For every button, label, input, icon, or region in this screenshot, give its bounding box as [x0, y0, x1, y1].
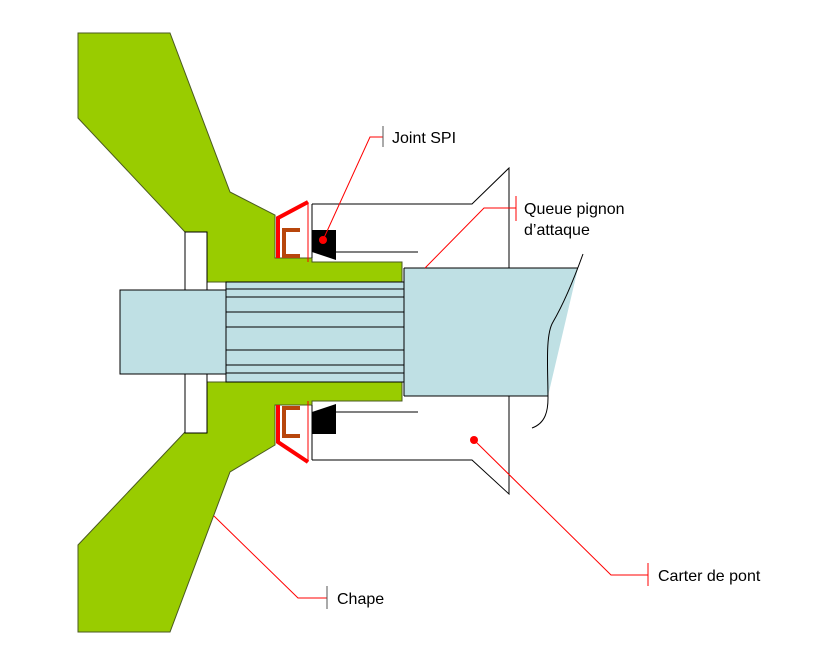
label-joint-spi: Joint SPI	[392, 130, 456, 147]
washer-upper	[184, 231, 208, 291]
seal-insert-upper	[282, 228, 300, 258]
leader-line	[213, 515, 327, 599]
seal-frame-lower	[276, 405, 310, 464]
shaft-left	[119, 289, 227, 375]
leader-line	[424, 207, 516, 269]
chape-upper	[77, 32, 403, 283]
callout-carter-de-pont: Carter de pont	[470, 436, 761, 586]
seal-lip-upper	[312, 230, 336, 260]
seal-lip-lower	[312, 404, 336, 434]
callout-chape: Chape	[213, 515, 384, 609]
label-queue-pignon-line2: d’attaque	[524, 222, 590, 239]
seal-lower	[276, 401, 336, 464]
break-line	[531, 253, 584, 429]
spline-lines	[226, 288, 404, 374]
leader-line	[322, 136, 383, 241]
label-carter-de-pont: Carter de pont	[658, 568, 761, 585]
pinion-shaft	[404, 268, 578, 396]
callout-joint-spi: Joint SPI	[319, 126, 456, 244]
label-queue-pignon-line1: Queue pignon	[524, 201, 625, 218]
leader-line	[473, 439, 648, 576]
washer-lower	[184, 373, 208, 434]
label-chape: Chape	[337, 591, 384, 608]
carter-upper-line	[312, 166, 510, 268]
carter-lower-line	[312, 396, 510, 496]
seal-upper	[276, 200, 336, 262]
callout-queue-pignon: Queue pignon d’attaque	[424, 196, 625, 269]
seal-frame-upper	[276, 200, 309, 258]
seal-insert-lower	[282, 406, 300, 438]
